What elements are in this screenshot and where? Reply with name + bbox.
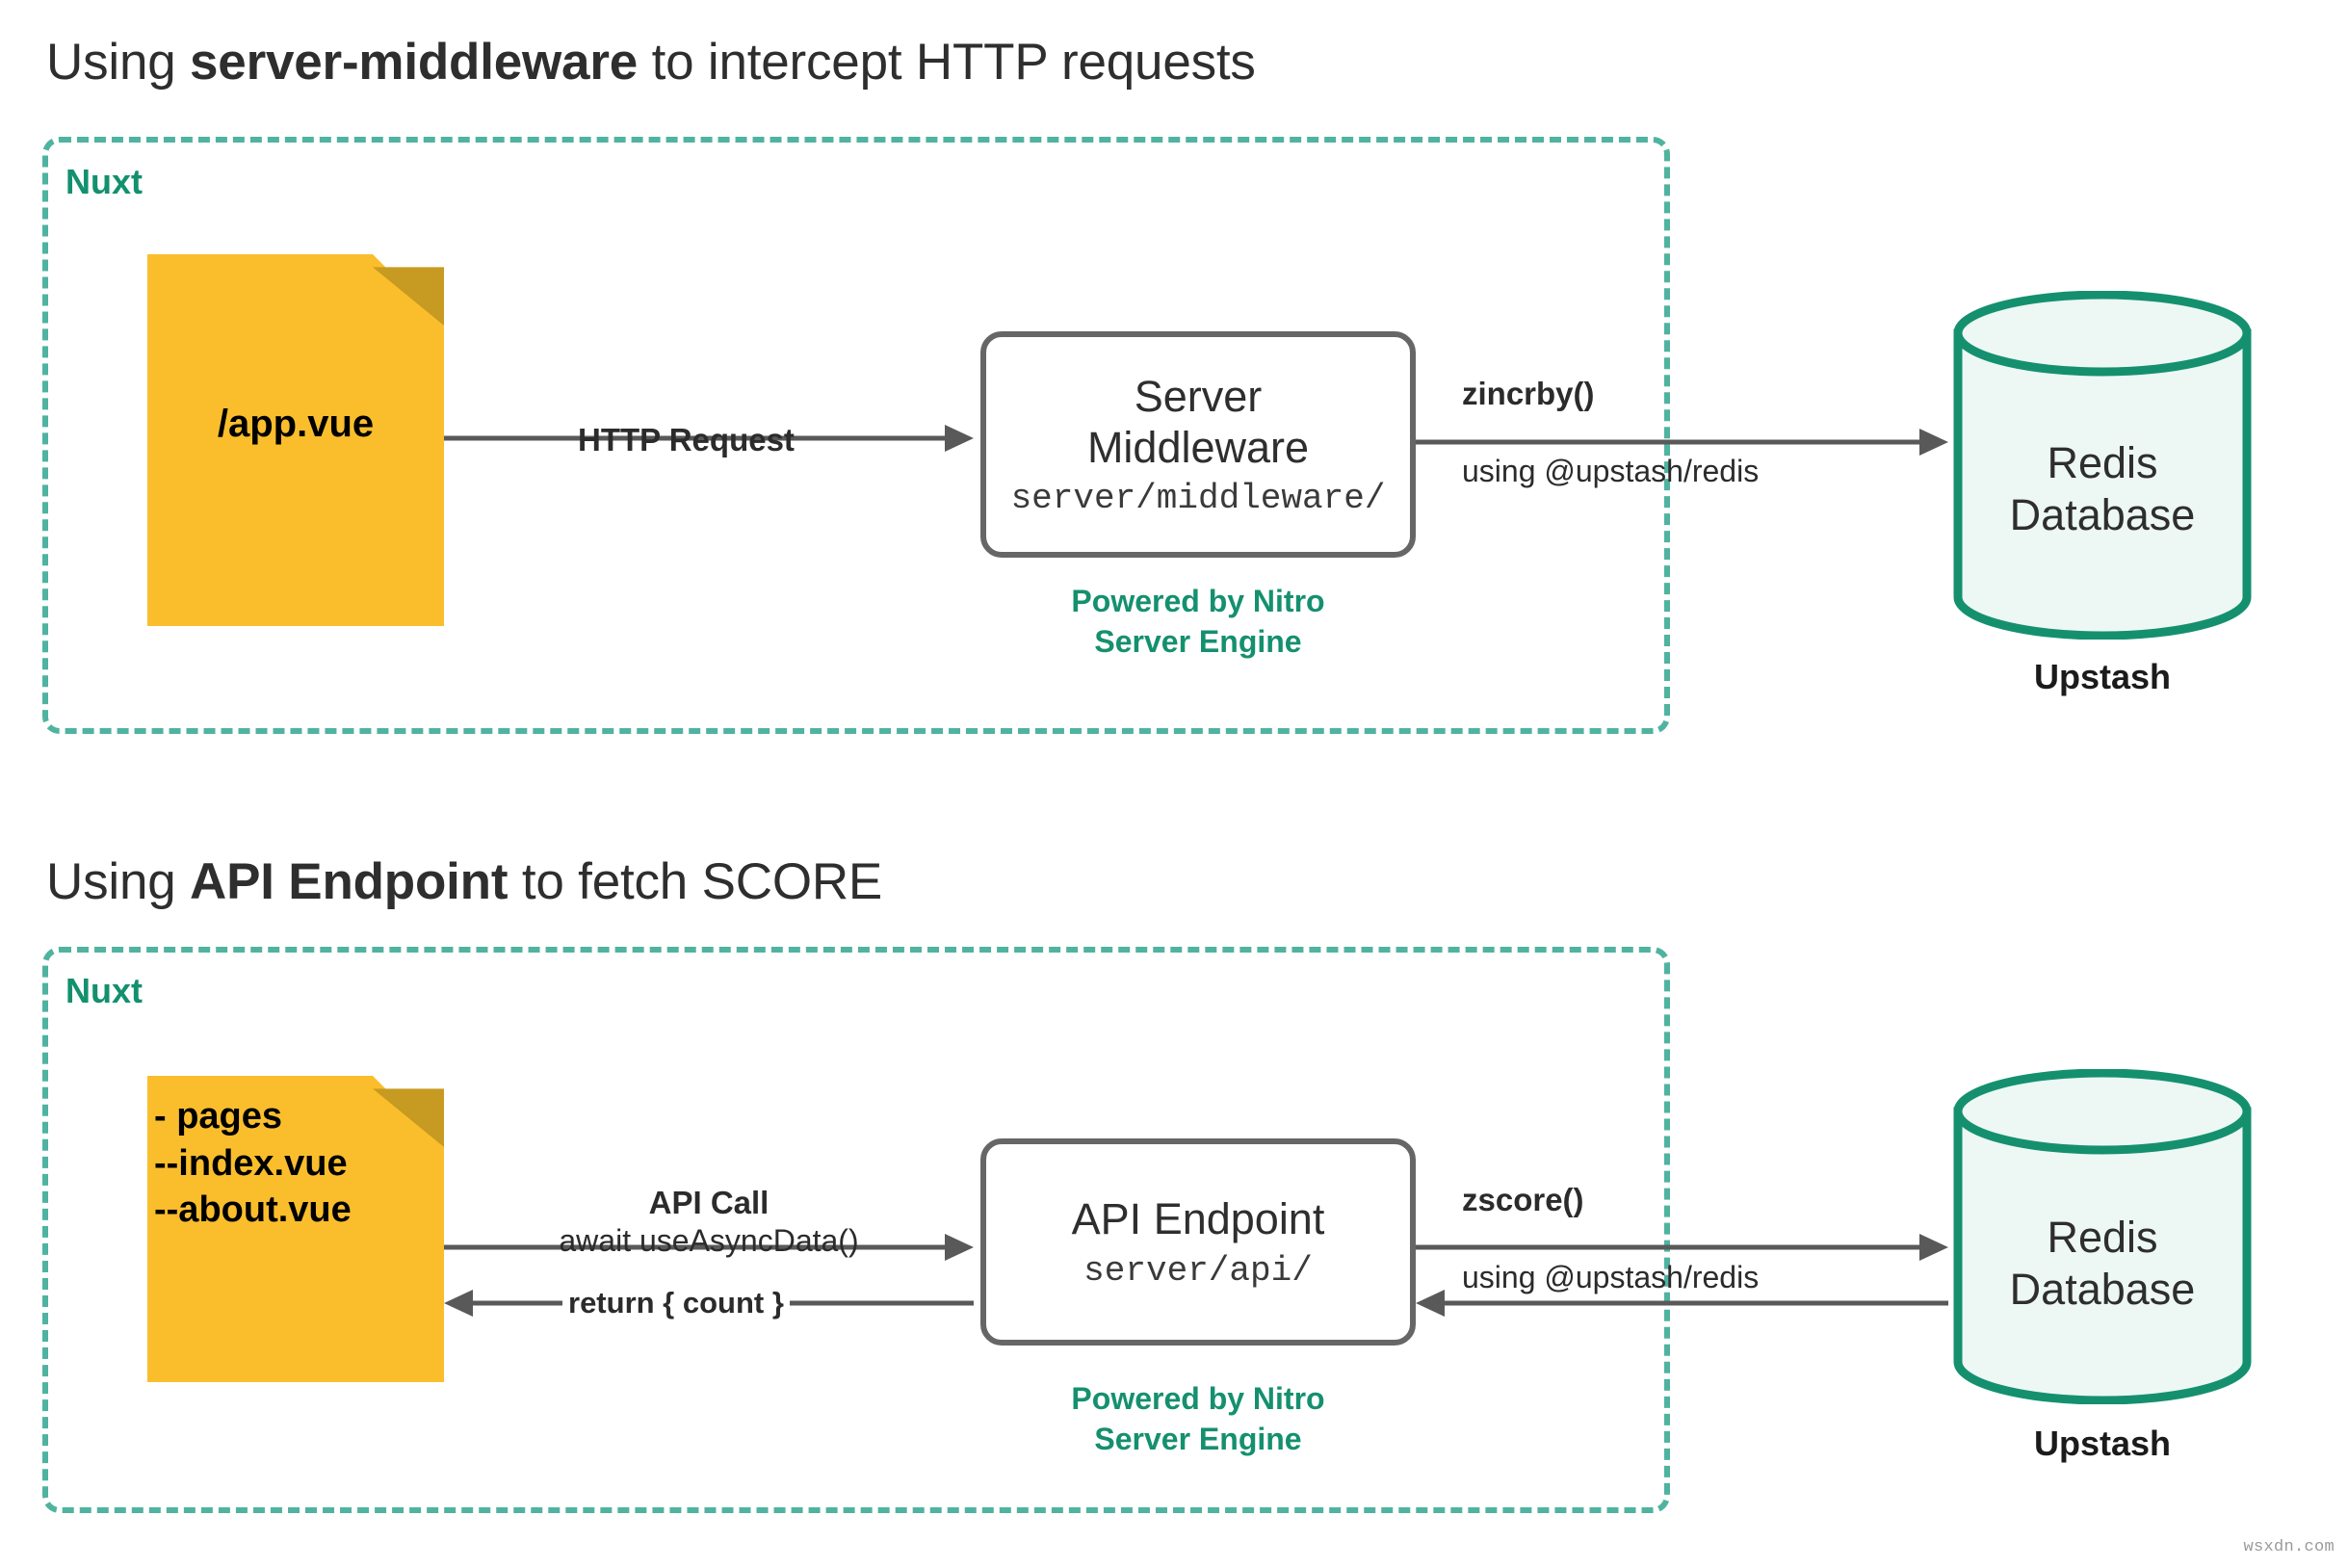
process-box-path-2: server/api/ — [1083, 1250, 1313, 1291]
process-box-title: Server Middleware — [1086, 371, 1310, 472]
edge-label-zincrby-primary: zincrby() — [1462, 376, 1595, 411]
edge-label-return-count: return { count } — [562, 1285, 790, 1322]
nuxt-boundary-label-middleware: Nuxt — [65, 162, 143, 201]
edge-label-zincrby: zincrby() using @upstash/redis — [1462, 335, 1759, 529]
edge-label-await-useasyncdata: await useAsyncData() — [559, 1223, 859, 1258]
edge-label-http-request: HTTP Request — [578, 381, 795, 498]
file-note-app-vue-label: /app.vue — [217, 403, 375, 445]
arrow-api-call — [444, 1233, 974, 1262]
process-box-api-endpoint: API Endpoint server/api/ — [980, 1138, 1416, 1346]
upstash-caption-api: Upstash — [2033, 1424, 2172, 1463]
section-title-middleware: Using server-middleware to intercept HTT… — [46, 33, 1256, 91]
section-title-strong: server-middleware — [190, 34, 639, 91]
database-cylinder-redis-middleware: Redis Database — [1953, 291, 2252, 640]
process-box-title-2: API Endpoint — [1071, 1194, 1325, 1244]
section-title-api-endpoint: Using API Endpoint to fetch SCORE — [46, 852, 882, 911]
process-box-server-middleware: Server Middleware server/middleware/ — [980, 331, 1416, 558]
section-title-strong-2: API Endpoint — [190, 853, 509, 910]
file-note-app-vue — [147, 254, 444, 626]
arrow-db-return — [1416, 1289, 1948, 1318]
database-cylinder-label: Redis Database — [2009, 438, 2196, 539]
edge-label-api-call-primary: API Call — [648, 1185, 770, 1220]
process-box-path: server/middleware/ — [1010, 479, 1386, 519]
file-note-pages — [147, 1076, 444, 1382]
edge-label-api-call: API Call — [542, 1144, 875, 1299]
edge-label-http-request-primary: HTTP Request — [578, 422, 795, 457]
edge-label-api-call-secondary-wrap: await useAsyncData() — [542, 1183, 875, 1298]
edge-label-zscore-primary: zscore() — [1462, 1182, 1584, 1217]
section-title-prefix-2: Using — [46, 853, 191, 910]
upstash-caption-middleware: Upstash — [2033, 657, 2172, 696]
arrow-http-request — [444, 424, 974, 453]
section-title-prefix: Using — [46, 34, 191, 91]
nuxt-boundary-label-api: Nuxt — [65, 971, 143, 1010]
watermark: wsxdn.com — [2243, 1538, 2335, 1556]
database-cylinder-redis-api: Redis Database — [1953, 1069, 2252, 1404]
nitro-footnote-api: Powered by Nitro Server Engine — [1071, 1381, 1325, 1456]
arrow-zscore — [1416, 1233, 1948, 1262]
database-cylinder-label-2: Redis Database — [2009, 1213, 2196, 1314]
section-title-suffix: to intercept HTTP requests — [638, 34, 1256, 91]
nuxt-boundary-middleware — [42, 137, 1670, 734]
arrow-zincrby — [1416, 428, 1948, 457]
edge-label-zincrby-secondary: using @upstash/redis — [1462, 454, 1760, 489]
section-title-suffix-2: to fetch SCORE — [508, 853, 883, 910]
edge-label-zscore: zscore() using @upstash/redis — [1462, 1141, 1759, 1335]
edge-label-zscore-secondary: using @upstash/redis — [1462, 1260, 1760, 1295]
file-note-pages-label: - pages --index.vue --about.vue — [154, 1096, 352, 1231]
nuxt-boundary-api — [42, 947, 1670, 1513]
nitro-footnote-middleware: Powered by Nitro Server Engine — [1071, 584, 1325, 659]
